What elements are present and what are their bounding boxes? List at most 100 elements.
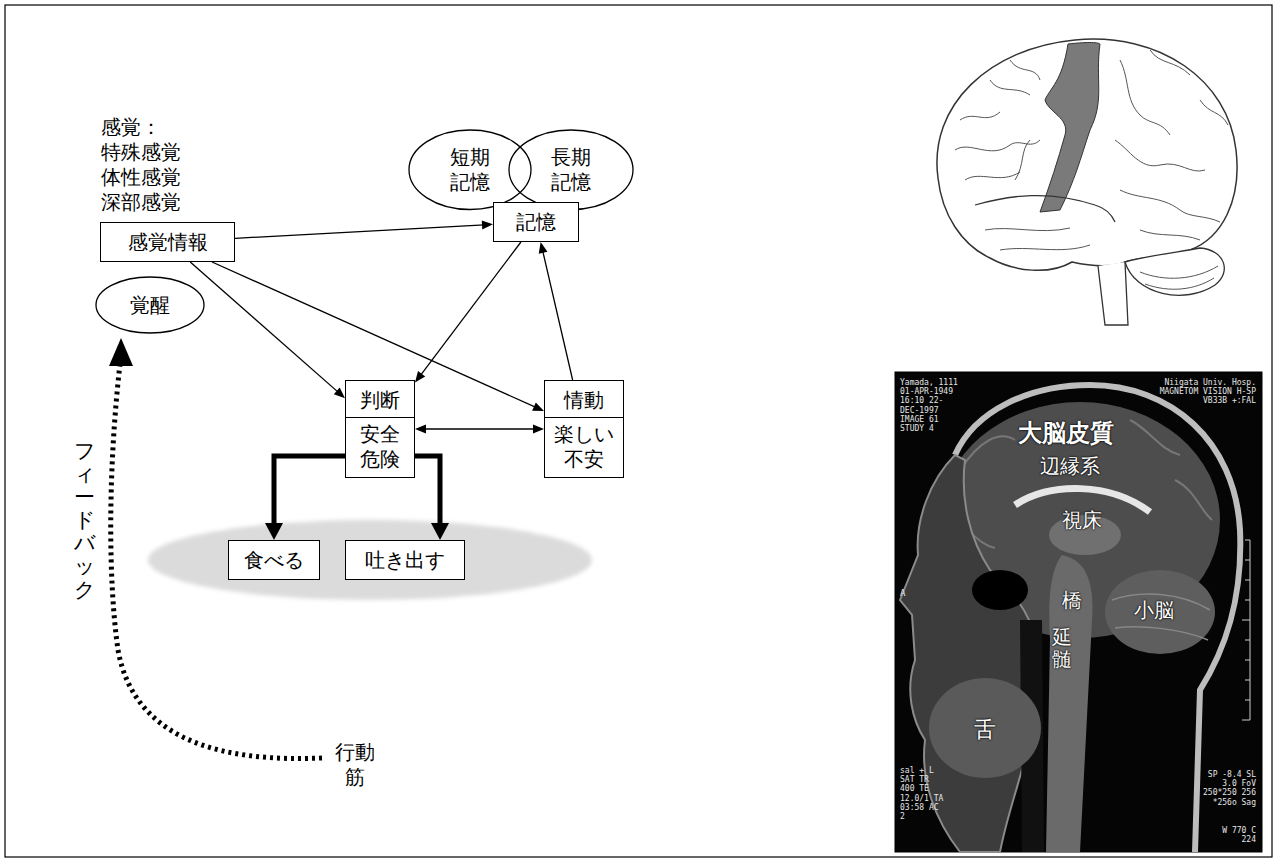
node-text: 情動	[545, 386, 623, 418]
anatomy-label: 大脳皮質	[1018, 418, 1114, 448]
gyrus-line	[990, 80, 1030, 95]
gyrus-line	[965, 172, 1020, 180]
scan-info: Niigata Univ. Hosp. MAGNETOM VISION H-SP…	[1158, 378, 1256, 406]
mri-ruler-ticks	[1242, 540, 1250, 720]
gyrus-line	[1115, 140, 1205, 171]
connector-line	[190, 262, 338, 392]
gyrus-line	[1150, 50, 1190, 75]
connector-arrow	[265, 456, 345, 540]
arrow-head	[431, 523, 449, 540]
cerebellum-fold	[1140, 266, 1218, 278]
memory-box: 記憶	[493, 202, 579, 242]
connector-arrow	[190, 262, 345, 398]
judgement-box: 判断安全 危険	[345, 380, 415, 478]
sensation-box: 感覚： 特殊感覚 体性感覚 深部感覚感覚情報	[100, 222, 235, 262]
feedback-arrowhead	[109, 338, 133, 366]
mri-background	[895, 372, 1262, 852]
ellipse-shape	[409, 130, 531, 210]
cerebrum-outline	[937, 39, 1237, 270]
connector-arrow	[415, 456, 449, 540]
connector-line	[424, 428, 535, 429]
mri-face	[900, 455, 1035, 852]
mri-cerebellum-fold	[1115, 627, 1208, 640]
mri-brainstem	[1046, 555, 1093, 852]
feedback-curve	[111, 364, 322, 759]
gyrus-line	[955, 140, 1040, 151]
connector-line	[543, 251, 573, 380]
node-text: 記憶	[516, 210, 556, 235]
connector-line	[235, 225, 484, 239]
gyrus-line	[1010, 60, 1040, 80]
mri-gyrus	[1175, 480, 1212, 520]
anatomy-label: 辺縁系	[1040, 454, 1100, 479]
cerebellum-fold	[1145, 278, 1214, 289]
arousal-ellipse: 覚醒	[95, 276, 205, 334]
gyrus-line	[1140, 230, 1200, 240]
gyrus-line	[1120, 190, 1220, 222]
emotion-box: 情動楽しい 不安	[544, 380, 624, 478]
scan-info: SP -8.4 SL 3.0 FoV 250*250 256 *256o Sag	[1194, 770, 1256, 807]
mri-tongue	[929, 678, 1041, 778]
node-text: 判断	[346, 386, 414, 418]
connector-arrow	[539, 242, 573, 380]
mri-gyrus	[960, 436, 1015, 470]
gyrus-line	[1200, 100, 1228, 125]
scan-info: sal + L SAT TR 400 TE 12.0/1 TA 03:58 AC…	[900, 766, 946, 821]
arrow-head	[415, 425, 426, 434]
brainstem-outline	[1098, 262, 1128, 325]
connector-arrow	[415, 425, 544, 434]
arrow-head	[533, 425, 544, 434]
gyrus-line	[985, 228, 1070, 231]
arrow-head	[334, 388, 345, 399]
action-box: 吐き出す	[345, 540, 465, 580]
orientation-mark: A	[900, 588, 905, 598]
anatomy-label: 視床	[1062, 508, 1102, 533]
connector-arrow	[415, 242, 521, 383]
scan-info: Yamada, 1111 01-APR-1949 16:10 22-DEC-19…	[900, 378, 958, 433]
gyrus-line	[1120, 60, 1170, 135]
anatomy-label: 延髄	[1052, 626, 1072, 670]
ellipse-shape	[509, 130, 633, 210]
outer-frame	[5, 5, 1272, 857]
memory-ellipse: 短期 記憶	[408, 129, 532, 211]
node-text: 楽しい 不安	[551, 422, 617, 472]
arrow-head	[482, 220, 493, 229]
node-text: 安全 危険	[357, 422, 403, 472]
arrow-head	[415, 371, 425, 382]
gyrus-line	[960, 112, 1000, 120]
arrow-head	[539, 242, 548, 254]
arrow-head	[532, 402, 544, 411]
gyrus-line	[1000, 245, 1090, 250]
node-text: 長期 記憶	[548, 145, 594, 195]
arrow-head	[265, 523, 283, 540]
connector-line	[415, 456, 440, 526]
node-text: 吐き出す	[365, 548, 445, 573]
ellipse-shape	[96, 277, 204, 333]
connector-arrow	[235, 220, 493, 238]
shaded-gyrus	[1040, 43, 1100, 213]
mri-gyrus	[1130, 420, 1180, 455]
anatomy-label: 舌	[974, 716, 996, 744]
action-band	[148, 520, 592, 600]
cerebellum-outline	[1125, 248, 1224, 295]
mri-nasal-cavity	[972, 570, 1028, 610]
node-text: 食べる	[244, 548, 304, 573]
scan-info: W 770 C 224	[1212, 826, 1256, 844]
action-box: 食べる	[228, 540, 320, 580]
anatomy-label: 小脳	[1134, 598, 1174, 623]
anatomy-label: 橋	[1062, 588, 1082, 613]
node-heading: 感覚： 特殊感覚 体性感覚 深部感覚	[101, 115, 201, 215]
gyrus-line	[1015, 140, 1030, 180]
effector-label: 行動 筋	[332, 740, 378, 790]
memory-ellipse: 長期 記憶	[508, 129, 634, 211]
mri-cerebellum	[1105, 570, 1215, 654]
connector-line	[274, 456, 345, 526]
node-text: 短期 記憶	[447, 145, 493, 195]
feedback-label: フィードバック	[74, 440, 95, 602]
lateral-sulcus	[975, 196, 1115, 222]
node-text: 感覚情報	[128, 230, 208, 255]
connector-line	[420, 242, 521, 376]
node-text: 覚醒	[130, 293, 170, 318]
mri-ruler	[1250, 540, 1251, 720]
